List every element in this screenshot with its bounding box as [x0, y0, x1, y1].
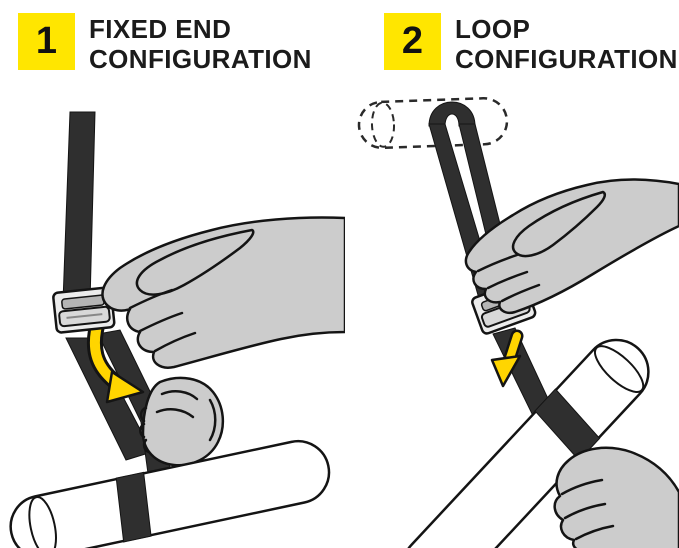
- cam-buckle: [52, 286, 116, 334]
- cylinder-end-cap: [28, 496, 57, 548]
- fixed-end-illustration-svg: [9, 111, 345, 548]
- step-title-line: LOOP: [455, 14, 531, 44]
- thumb: [135, 228, 255, 296]
- arrow-head: [490, 354, 522, 388]
- anchor-end-cap: [370, 101, 396, 148]
- load-cylinder: [9, 439, 331, 548]
- step-header-fixed-end: 1 FIXED END CONFIGURATION: [18, 13, 345, 74]
- step-title-line: FIXED END: [89, 14, 232, 44]
- step-panel-loop: 2 LOOP CONFIGURATION: [345, 0, 679, 548]
- loop-illustration: [345, 88, 679, 548]
- step-panel-fixed-end: 1 FIXED END CONFIGURATION: [0, 13, 345, 548]
- pull-arrow: [490, 329, 524, 388]
- strap-wrap: [534, 388, 601, 462]
- arrow-head: [105, 370, 145, 404]
- cylinder-end-cap: [594, 345, 645, 393]
- fixed-end-illustration: [0, 90, 345, 548]
- loop-illustration-svg: [357, 97, 679, 548]
- step-header-loop: 2 LOOP CONFIGURATION: [384, 13, 679, 74]
- load-cylinder: [401, 338, 650, 548]
- step-title-line: CONFIGURATION: [455, 43, 678, 74]
- step-title-line: CONFIGURATION: [89, 43, 312, 74]
- upper-hand: [464, 178, 679, 314]
- strap-wrap: [115, 471, 152, 543]
- thumb: [511, 190, 606, 258]
- step-title: LOOP CONFIGURATION: [455, 14, 678, 74]
- lower-hand: [553, 446, 679, 548]
- step-title: FIXED END CONFIGURATION: [89, 14, 312, 74]
- step-number-badge: 2: [384, 13, 441, 70]
- lower-hand-fist: [138, 376, 225, 467]
- upper-hand: [101, 216, 345, 369]
- main-strap-upper: [62, 111, 96, 303]
- step-number-badge: 1: [18, 13, 75, 70]
